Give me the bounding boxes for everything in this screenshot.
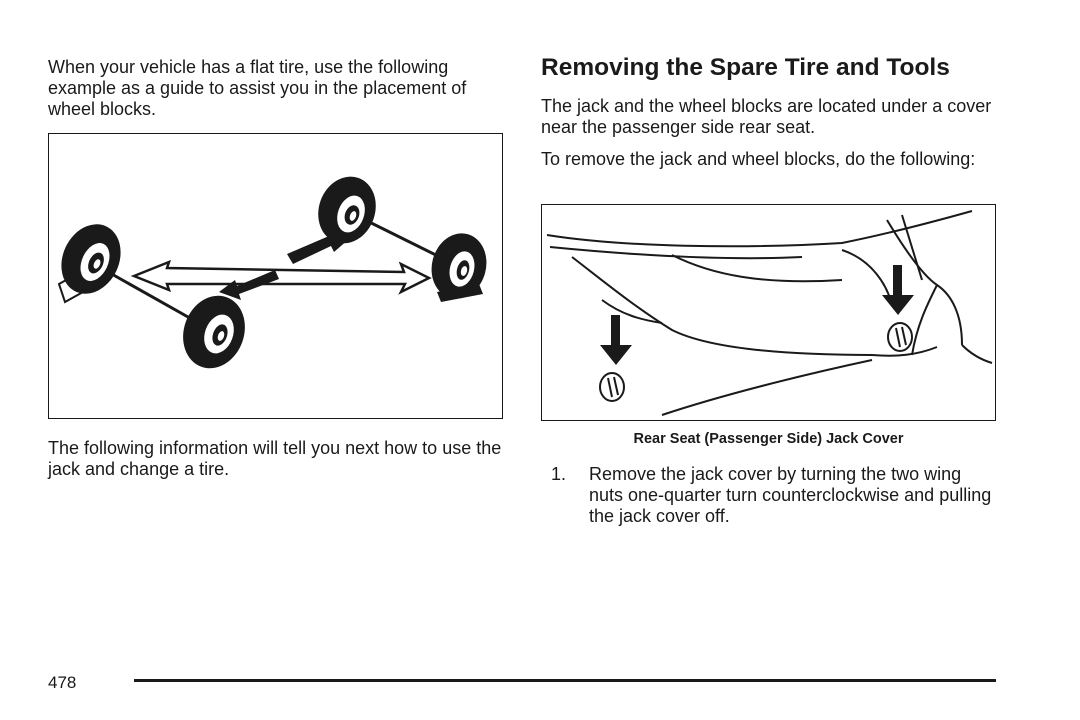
tire-rear-left: [57, 224, 121, 304]
tire-rear-right: [183, 295, 245, 369]
tire-front-left: [318, 176, 376, 244]
wheel-block: [437, 284, 483, 302]
step-text: Remove the jack cover by turning the two…: [589, 464, 992, 526]
direction-arrow: [130, 259, 432, 295]
jack-cover-illustration: [541, 204, 996, 421]
tire-front-right: [431, 233, 487, 302]
section-heading: Removing the Spare Tire and Tools: [541, 54, 950, 81]
removal-intro-text: To remove the jack and wheel blocks, do …: [541, 149, 976, 169]
seat-side-panel: [886, 219, 963, 346]
arrow-left-nut: [600, 315, 632, 365]
step-number: 1.: [551, 464, 567, 484]
arrow-right-nut: [882, 265, 914, 315]
seat-top-edge: [546, 210, 973, 248]
jack-location-text: The jack and the wheel blocks are locate…: [541, 96, 992, 137]
wheel-blocks-drawing: [57, 176, 487, 369]
figure-caption: Rear Seat (Passenger Side) Jack Cover: [633, 431, 904, 447]
wing-nut-right: [887, 322, 913, 352]
wheel-block-intro: When your vehicle has a flat tire, use t…: [48, 57, 467, 119]
step-item: 1. Remove the jack cover by turning the …: [551, 464, 996, 527]
jack-info-text: The following information will tell you …: [48, 438, 502, 479]
jack-cover-drawing: [546, 210, 993, 416]
footer-rule: [134, 679, 996, 682]
wheel-blocks-illustration: [48, 133, 503, 419]
wing-nut-left: [599, 372, 625, 402]
movement-arrow-down: [219, 270, 279, 300]
seat-cushion-edge: [571, 256, 873, 356]
page-number: 478: [48, 673, 77, 692]
